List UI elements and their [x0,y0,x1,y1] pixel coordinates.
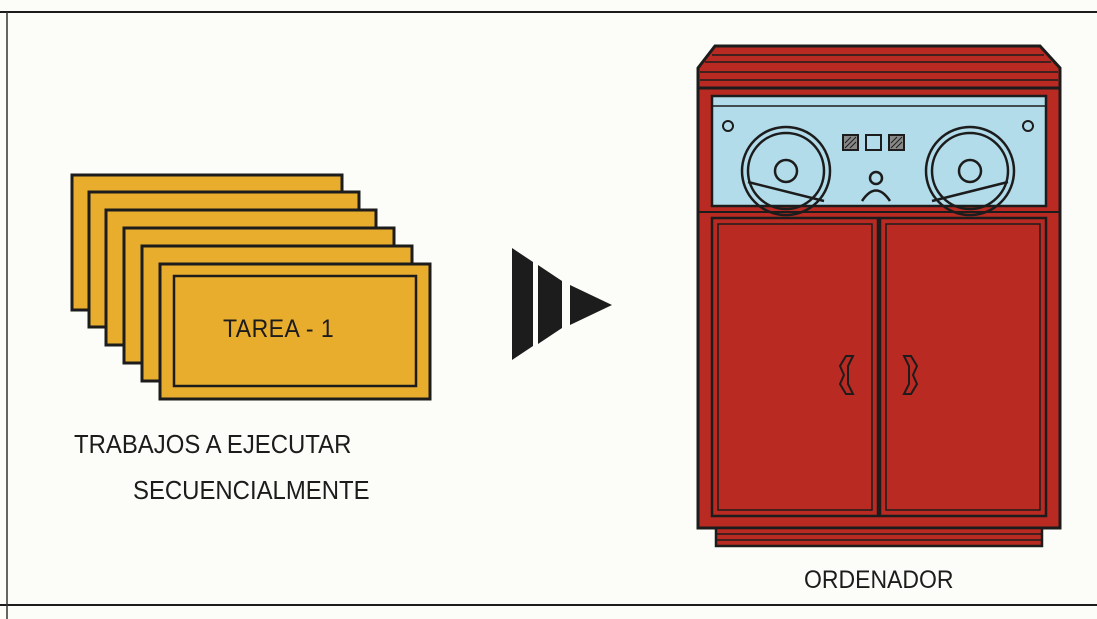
computer-cabinet-icon [696,44,1062,548]
page-frame [0,11,1097,619]
right-door-handle-icon [902,355,919,395]
task-card-label: TAREA - 1 [223,315,335,343]
jobs-caption-line-1: TRABAJOS A EJECUTAR [74,429,352,459]
computer-caption: ORDENADOR [804,566,954,594]
cabinet-left-door [710,216,880,518]
task-card-stack [70,173,432,401]
flow-arrow-icon [512,248,612,360]
left-door-handle-icon [838,355,855,395]
cabinet-base [714,526,1044,548]
tape-head-icon [747,170,1009,203]
cabinet-lid [696,44,1062,90]
task-card-inner-frame [172,274,418,388]
cabinet-right-door [878,216,1048,518]
jobs-caption-line-2: SECUENCIALMENTE [133,475,370,505]
right-tape-reel-icon [924,125,1016,217]
task-card-front [158,262,432,401]
control-buttons-icon [842,134,905,151]
left-tape-reel-icon [740,125,832,217]
